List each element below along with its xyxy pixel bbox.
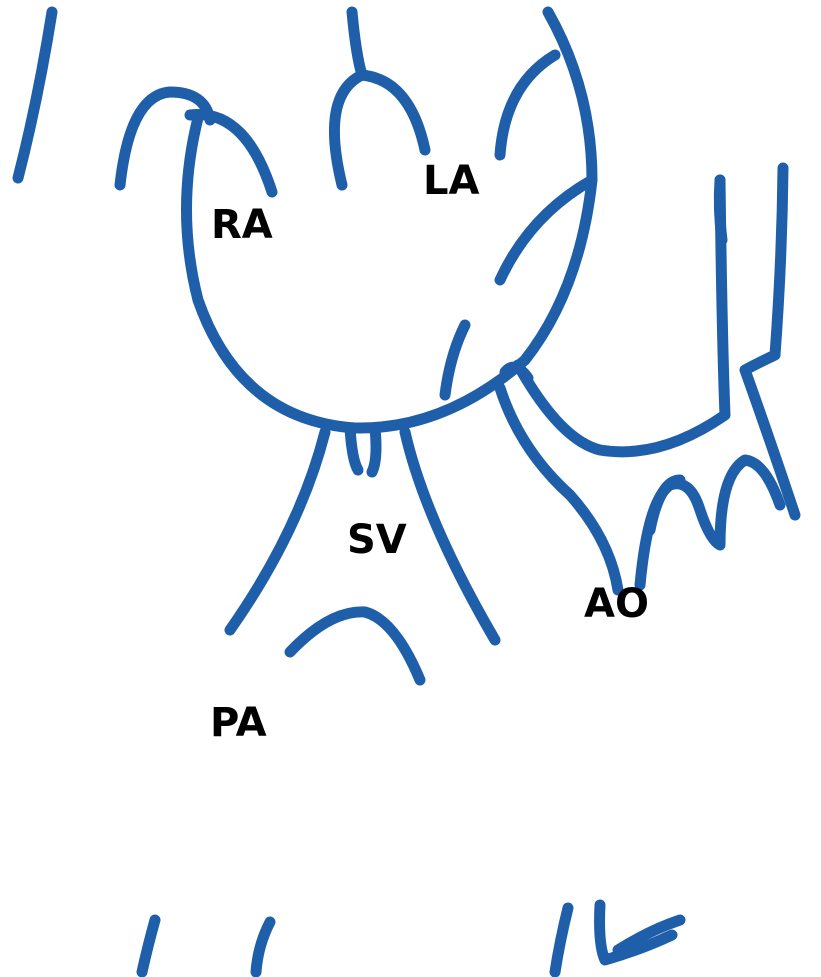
sv-right-wall [405, 432, 495, 640]
bottom-stub-1 [142, 920, 155, 972]
inner-stub [445, 325, 465, 395]
left-edge-stroke [18, 12, 52, 178]
la-vein-top [352, 12, 362, 75]
sv-papillary-1 [350, 428, 358, 470]
label-ra: RA [211, 202, 273, 248]
heart-outline [18, 12, 795, 972]
bottom-stub-2 [256, 922, 270, 972]
label-pa: PA [210, 700, 267, 746]
label-sv: SV [347, 517, 407, 563]
sv-papillary-2 [372, 428, 376, 472]
ao-arches [640, 460, 780, 585]
bottom-stub-3 [555, 908, 568, 972]
label-ao: AO [584, 581, 649, 627]
pa-arch [290, 612, 420, 680]
ra-appendage-inner [190, 114, 272, 192]
label-la: LA [423, 158, 479, 204]
la-vein-branch [334, 75, 425, 185]
ao-right-branch [719, 180, 722, 240]
sv-left-wall [230, 432, 325, 630]
la-vein-right [500, 55, 555, 155]
